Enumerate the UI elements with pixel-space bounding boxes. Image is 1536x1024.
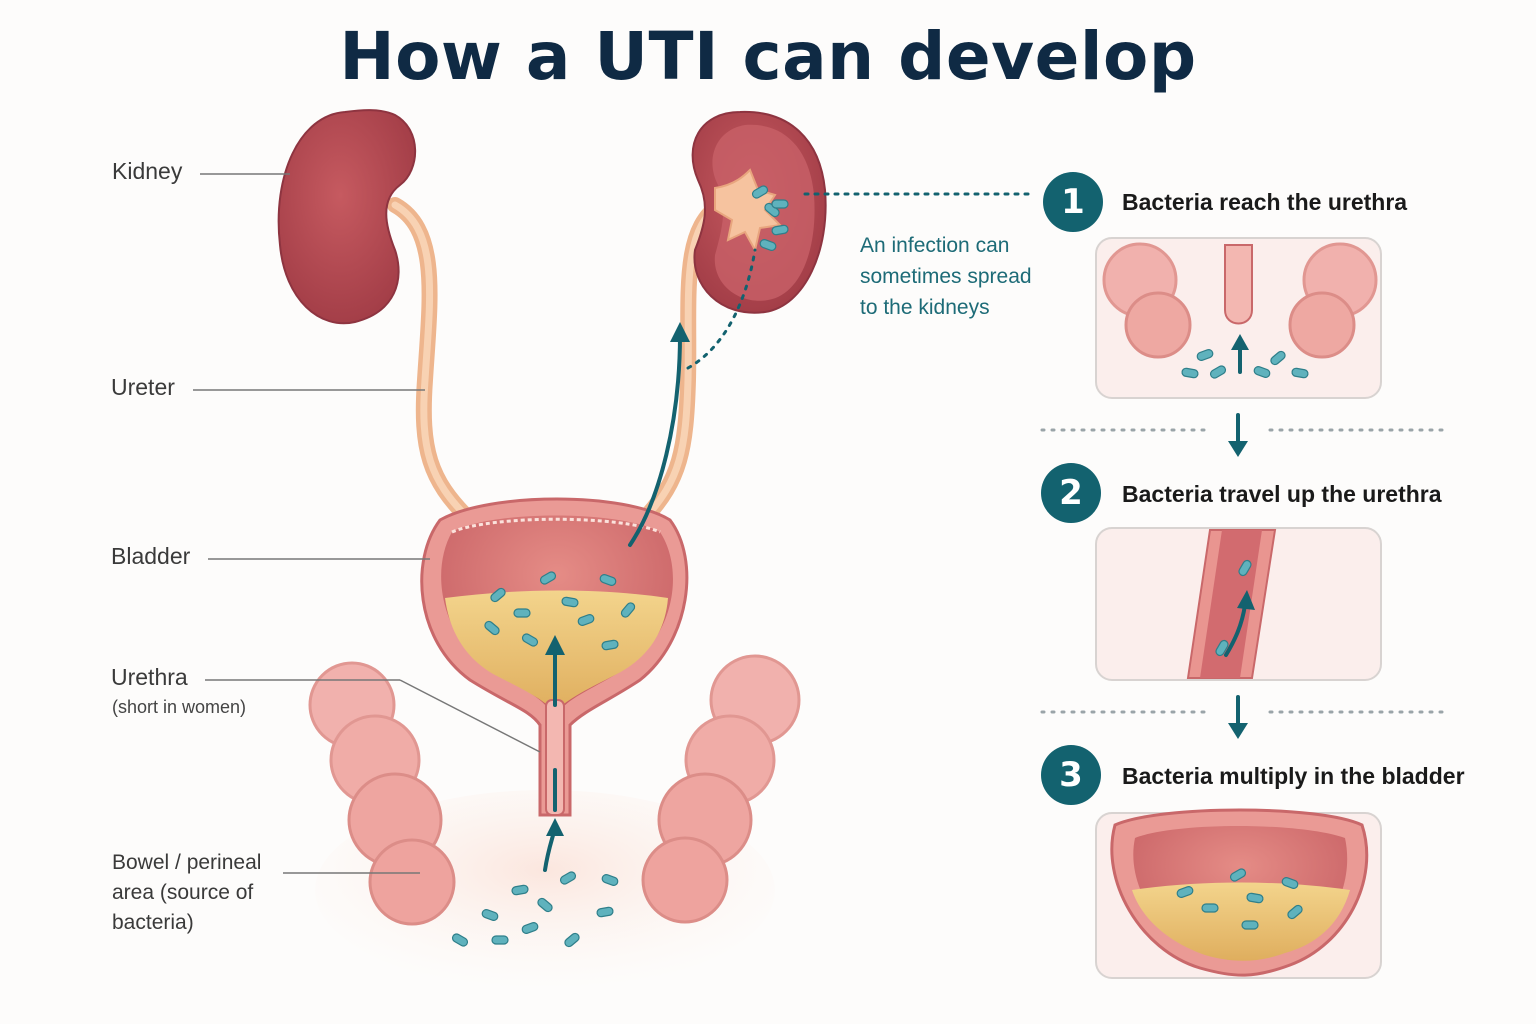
label-bowel-line3: bacteria) [112,911,194,934]
bacterium [1253,366,1271,378]
bacterium [751,185,769,199]
infection-note-line2: sometimes spread [860,265,1032,288]
panel-3 [1095,808,1382,979]
step-2-badge: 2 [1041,463,1101,523]
step-2-title: Bacteria travel up the urethra [1122,481,1442,507]
kidney-left [277,109,417,325]
label-bladder: Bladder [111,543,191,569]
bacterium [1287,904,1303,920]
bacterium [521,633,539,647]
bowel-right [641,654,801,924]
bacterium [1246,892,1264,904]
bacterium [771,199,789,209]
bacterium [559,871,577,885]
bacterium [484,620,500,636]
step-1-title: Bacteria reach the urethra [1122,189,1408,215]
bacterium [1215,639,1229,657]
bacterium [1241,920,1259,930]
label-bowel-line1: Bowel / perineal [112,851,262,874]
infection-note: An infection can sometimes spread to the… [860,230,1070,323]
bacterium [1209,365,1227,379]
bacterium [1196,349,1214,361]
label-kidney: Kidney [112,158,183,184]
bacterium [481,909,499,921]
bacterium [1181,367,1199,379]
panel-2 [1095,527,1382,681]
bacterium [1291,367,1309,379]
infection-note-line3: to the kidneys [860,296,990,319]
bacteria-layer [451,185,1309,948]
bacterium [577,614,595,626]
bacterium [539,571,557,585]
bacterium [1270,350,1286,366]
bacterium [537,897,553,913]
kidney-spread-path [686,248,757,370]
page-title: How a UTI can develop [339,18,1197,95]
bacterium [599,574,617,586]
bacterium [561,596,579,608]
step-1-badge: 1 [1043,172,1103,232]
infection-note-line1: An infection can [860,234,1010,257]
panel-1 [1095,237,1382,399]
label-bowel: Bowel / perineal area (source of bacteri… [112,848,261,938]
bacterium [513,608,531,618]
bacterium [511,884,529,896]
bacterium [564,932,580,948]
bacterium [620,602,636,618]
bacterium [601,639,619,651]
bacterium [491,935,509,945]
bacterium [601,874,619,886]
bacterium [521,922,539,934]
label-urethra: Urethra [111,664,188,690]
renal-pelvis [714,168,783,253]
bacterium [1281,877,1299,889]
label-bowel-line2: area (source of [112,881,254,904]
bacterium [1176,886,1194,898]
bacterium [1201,903,1219,913]
bacterium [1238,559,1252,577]
bacterium [451,933,469,947]
bacterium [759,239,777,251]
bacterium [1229,868,1247,882]
bacterium [596,906,614,918]
bacterium [490,587,506,603]
label-ureter: Ureter [111,374,175,400]
label-urethra-note: (short in women) [112,697,247,717]
step-3-badge: 3 [1041,745,1101,805]
bowel-left [308,661,456,926]
bacterium [771,224,789,236]
step-3-title: Bacteria multiply in the bladder [1122,763,1465,789]
